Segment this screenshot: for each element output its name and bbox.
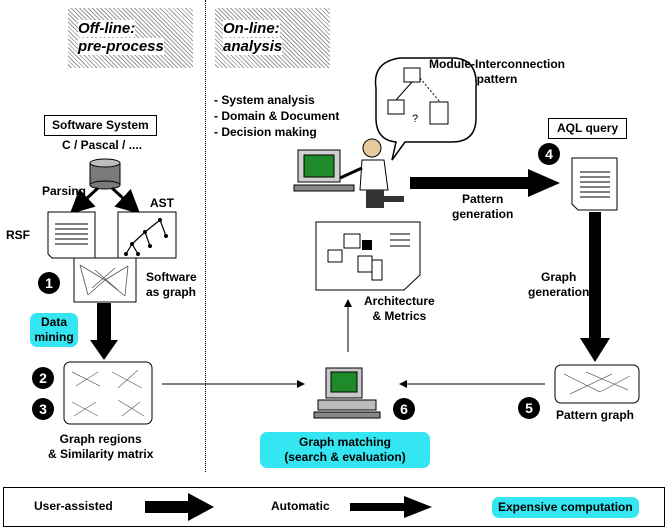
svg-text:?: ? bbox=[412, 113, 418, 125]
legend-expensive-highlight: Expensive computation bbox=[492, 497, 639, 518]
legend-automatic-label: Automatic bbox=[271, 499, 330, 513]
software-as-graph-line2: as graph bbox=[146, 285, 197, 299]
offline-title-line1: Off-line: bbox=[78, 20, 136, 37]
aql-document-icon bbox=[571, 157, 618, 211]
module-pattern-bubble: ? bbox=[374, 57, 477, 161]
data-mining-highlight: Data mining bbox=[30, 313, 78, 347]
software-system-box: Software System bbox=[44, 115, 157, 136]
legend-user-assisted-label: User-assisted bbox=[34, 499, 113, 513]
ast-tree-icon bbox=[117, 211, 177, 259]
legend-box bbox=[3, 487, 665, 527]
module-pattern-label: Module-Interconnection pattern bbox=[422, 57, 572, 87]
analysis-tasks-list: - System analysis - Domain & Document - … bbox=[214, 92, 339, 140]
online-phase-header: On-line: analysis bbox=[215, 8, 330, 68]
architecture-metrics-label: Architecture & Metrics bbox=[364, 294, 435, 324]
graph-matching-line2: (search & evaluation) bbox=[284, 450, 406, 464]
architecture-line2: & Metrics bbox=[372, 309, 427, 323]
graph-regions-label: Graph regions & Similarity matrix bbox=[48, 432, 153, 462]
pattern-generation-line1: Pattern bbox=[462, 192, 504, 206]
legend-user-assisted-arrow bbox=[145, 493, 214, 521]
graph-matching-highlight: Graph matching (search & evaluation) bbox=[260, 432, 430, 468]
module-pattern-line1: Module-Interconnection bbox=[429, 57, 565, 71]
graph-matching-line1: Graph matching bbox=[298, 435, 391, 449]
aql-query-box: AQL query bbox=[548, 118, 628, 139]
marker-1: 1 bbox=[38, 272, 60, 294]
software-graph-icon bbox=[73, 257, 137, 303]
languages-label: C / Pascal / .... bbox=[62, 138, 143, 152]
data-mining-arrow bbox=[90, 303, 118, 360]
software-as-graph-label: Software as graph bbox=[146, 270, 197, 300]
pattern-generation-arrow bbox=[410, 169, 560, 197]
parse-arrow-ast bbox=[110, 186, 141, 215]
architecture-line1: Architecture bbox=[364, 294, 435, 308]
matching-computer-icon bbox=[313, 367, 381, 419]
parsing-label: Parsing bbox=[42, 184, 87, 198]
graph-generation-label: Graph generation bbox=[528, 270, 589, 300]
software-system-label: Software System bbox=[52, 118, 149, 132]
task-decision-making: - Decision making bbox=[214, 125, 317, 139]
aql-query-label: AQL query bbox=[557, 121, 619, 135]
offline-phase-header: Off-line: pre-process bbox=[68, 8, 193, 68]
pattern-generation-line2: generation bbox=[452, 207, 514, 221]
pattern-graph-icon bbox=[554, 364, 640, 404]
online-title-line1: On-line: bbox=[223, 20, 280, 37]
data-mining-line2: mining bbox=[34, 330, 74, 344]
graph-regions-icon bbox=[63, 361, 153, 425]
offline-title-line2: pre-process bbox=[78, 38, 164, 55]
graph-regions-line2: & Similarity matrix bbox=[48, 447, 154, 461]
pattern-generation-label: Pattern generation bbox=[452, 192, 513, 222]
graph-regions-line1: Graph regions bbox=[59, 432, 142, 446]
phase-divider bbox=[205, 0, 206, 472]
marker-2: 2 bbox=[32, 367, 54, 389]
marker-5: 5 bbox=[518, 397, 540, 419]
legend-expensive-label: Expensive computation bbox=[498, 500, 633, 514]
module-pattern-line2: pattern bbox=[476, 72, 518, 86]
online-title-line2: analysis bbox=[223, 38, 283, 55]
database-icon bbox=[89, 158, 121, 190]
pattern-graph-label: Pattern graph bbox=[556, 408, 635, 422]
marker-6: 6 bbox=[393, 398, 415, 420]
software-as-graph-line1: Software bbox=[146, 270, 197, 284]
graph-generation-line1: Graph bbox=[541, 270, 577, 284]
rsf-document-icon bbox=[47, 211, 96, 259]
ast-label: AST bbox=[150, 196, 174, 210]
rsf-label: RSF bbox=[6, 228, 30, 242]
marker-3: 3 bbox=[32, 398, 54, 420]
legend-automatic-arrow bbox=[350, 496, 432, 518]
graph-generation-arrow bbox=[580, 212, 610, 362]
task-domain-document: - Domain & Document bbox=[214, 109, 340, 123]
data-mining-line1: Data bbox=[40, 315, 67, 329]
analyst-at-computer-icon bbox=[293, 138, 404, 208]
marker-4: 4 bbox=[538, 143, 560, 165]
task-system-analysis: - System analysis bbox=[214, 93, 315, 107]
graph-generation-line2: generation bbox=[528, 285, 590, 299]
parse-arrow-rsf bbox=[69, 186, 100, 215]
architecture-document-icon bbox=[315, 221, 421, 291]
